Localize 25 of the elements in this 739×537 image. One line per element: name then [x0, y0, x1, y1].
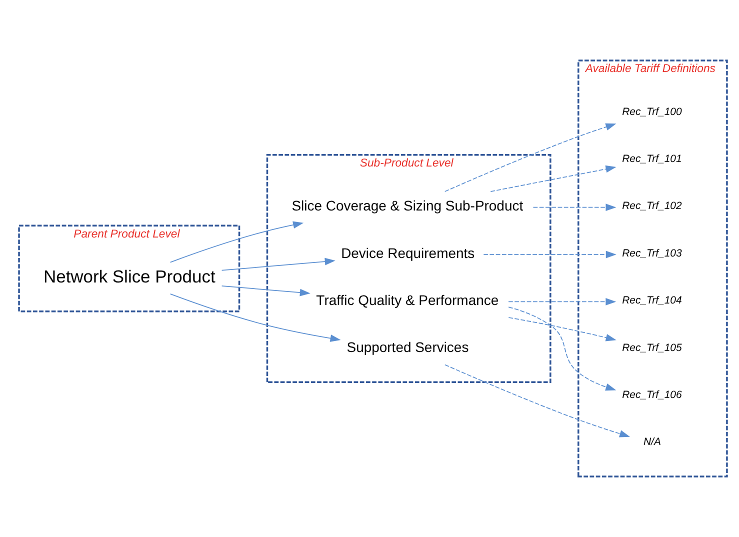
arrow — [508, 317, 616, 342]
node-text: N/A — [644, 437, 661, 448]
arrow — [221, 285, 310, 296]
arrow — [444, 123, 616, 192]
arrow — [170, 294, 341, 342]
arrow — [483, 250, 616, 258]
arrow — [508, 298, 616, 306]
arrow — [508, 306, 616, 391]
node-text: Slice Coverage & Sizing Sub-Product — [292, 198, 524, 214]
node-text: Rec_Trf_106 — [622, 390, 682, 401]
arrow — [170, 221, 304, 263]
node-text: Traffic Quality & Performance — [316, 292, 499, 308]
node-text: Rec_Trf_102 — [622, 201, 682, 212]
arrow — [532, 204, 616, 211]
arrow — [490, 165, 616, 192]
node-text: Rec_Trf_101 — [622, 154, 682, 165]
node-text: Supported Services — [346, 339, 469, 356]
node-text: Rec_Trf_103 — [622, 248, 682, 260]
arrow — [444, 364, 630, 438]
node-text: Device Requirements — [341, 244, 475, 261]
node-text: Rec_Trf_104 — [622, 296, 682, 307]
node-text: Rec_Trf_105 — [622, 342, 682, 354]
arrow — [221, 258, 336, 271]
node-text: Rec_Trf_100 — [622, 106, 682, 118]
node-text: Network Slice Product — [44, 266, 216, 286]
